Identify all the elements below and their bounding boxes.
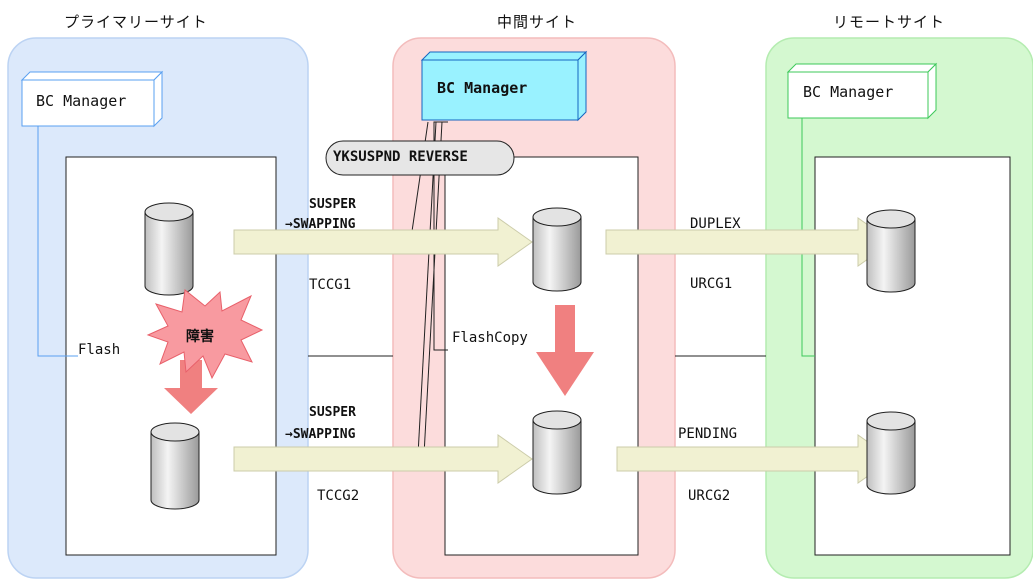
primary-site-title: プライマリーサイト (64, 13, 208, 31)
failure-starburst (146, 289, 264, 380)
urcg2-group-label: URCG2 (688, 488, 731, 504)
command-label: YKSUSPND REVERSE (333, 149, 468, 165)
intermediate-bc-manager-label: BC Manager (437, 79, 528, 97)
primary-manager-connector (37, 126, 78, 357)
volume-primary-2 (150, 422, 200, 510)
volume-intermediate-1 (532, 207, 582, 292)
tccg2-group-label: TCCG2 (317, 488, 360, 504)
failure-label: 障害 (186, 329, 214, 345)
command-pill (325, 140, 515, 176)
primary-bc-manager-label: BC Manager (36, 92, 127, 110)
urcg1-group-label: URCG1 (690, 276, 733, 292)
intermediate-bc-manager (420, 50, 588, 122)
volume-remote-2 (866, 411, 916, 495)
tccg2-status-line1: SUSPER (309, 405, 356, 420)
volume-primary-1 (144, 202, 194, 296)
primary-flash-down-arrow (164, 360, 218, 414)
volume-intermediate-2 (532, 410, 582, 495)
arrow-tccg2 (233, 434, 533, 484)
primary-flash-label: Flash (78, 342, 121, 358)
primary-bc-manager (20, 70, 164, 128)
tccg1-status-line2: →SWAPPING (285, 217, 356, 232)
tccg1-status-line1: SUSPER (309, 197, 356, 212)
intermediate-flashcopy-label: FlashCopy (452, 330, 528, 346)
tccg1-group-label: TCCG1 (309, 277, 352, 293)
tccg2-status-line2: →SWAPPING (285, 427, 356, 442)
remote-bc-manager (786, 62, 938, 120)
remote-manager-connector (801, 118, 815, 357)
volume-remote-1 (866, 209, 916, 293)
remote-site-title: リモートサイト (833, 13, 946, 31)
urcg1-status-label: DUPLEX (690, 216, 741, 232)
remote-bc-manager-label: BC Manager (803, 83, 894, 101)
arrow-tccg1 (233, 217, 533, 267)
intermediate-flash-down-arrow (536, 305, 594, 396)
intermediate-site-title: 中間サイト (497, 13, 578, 31)
urcg2-status-label: PENDING (678, 426, 738, 442)
